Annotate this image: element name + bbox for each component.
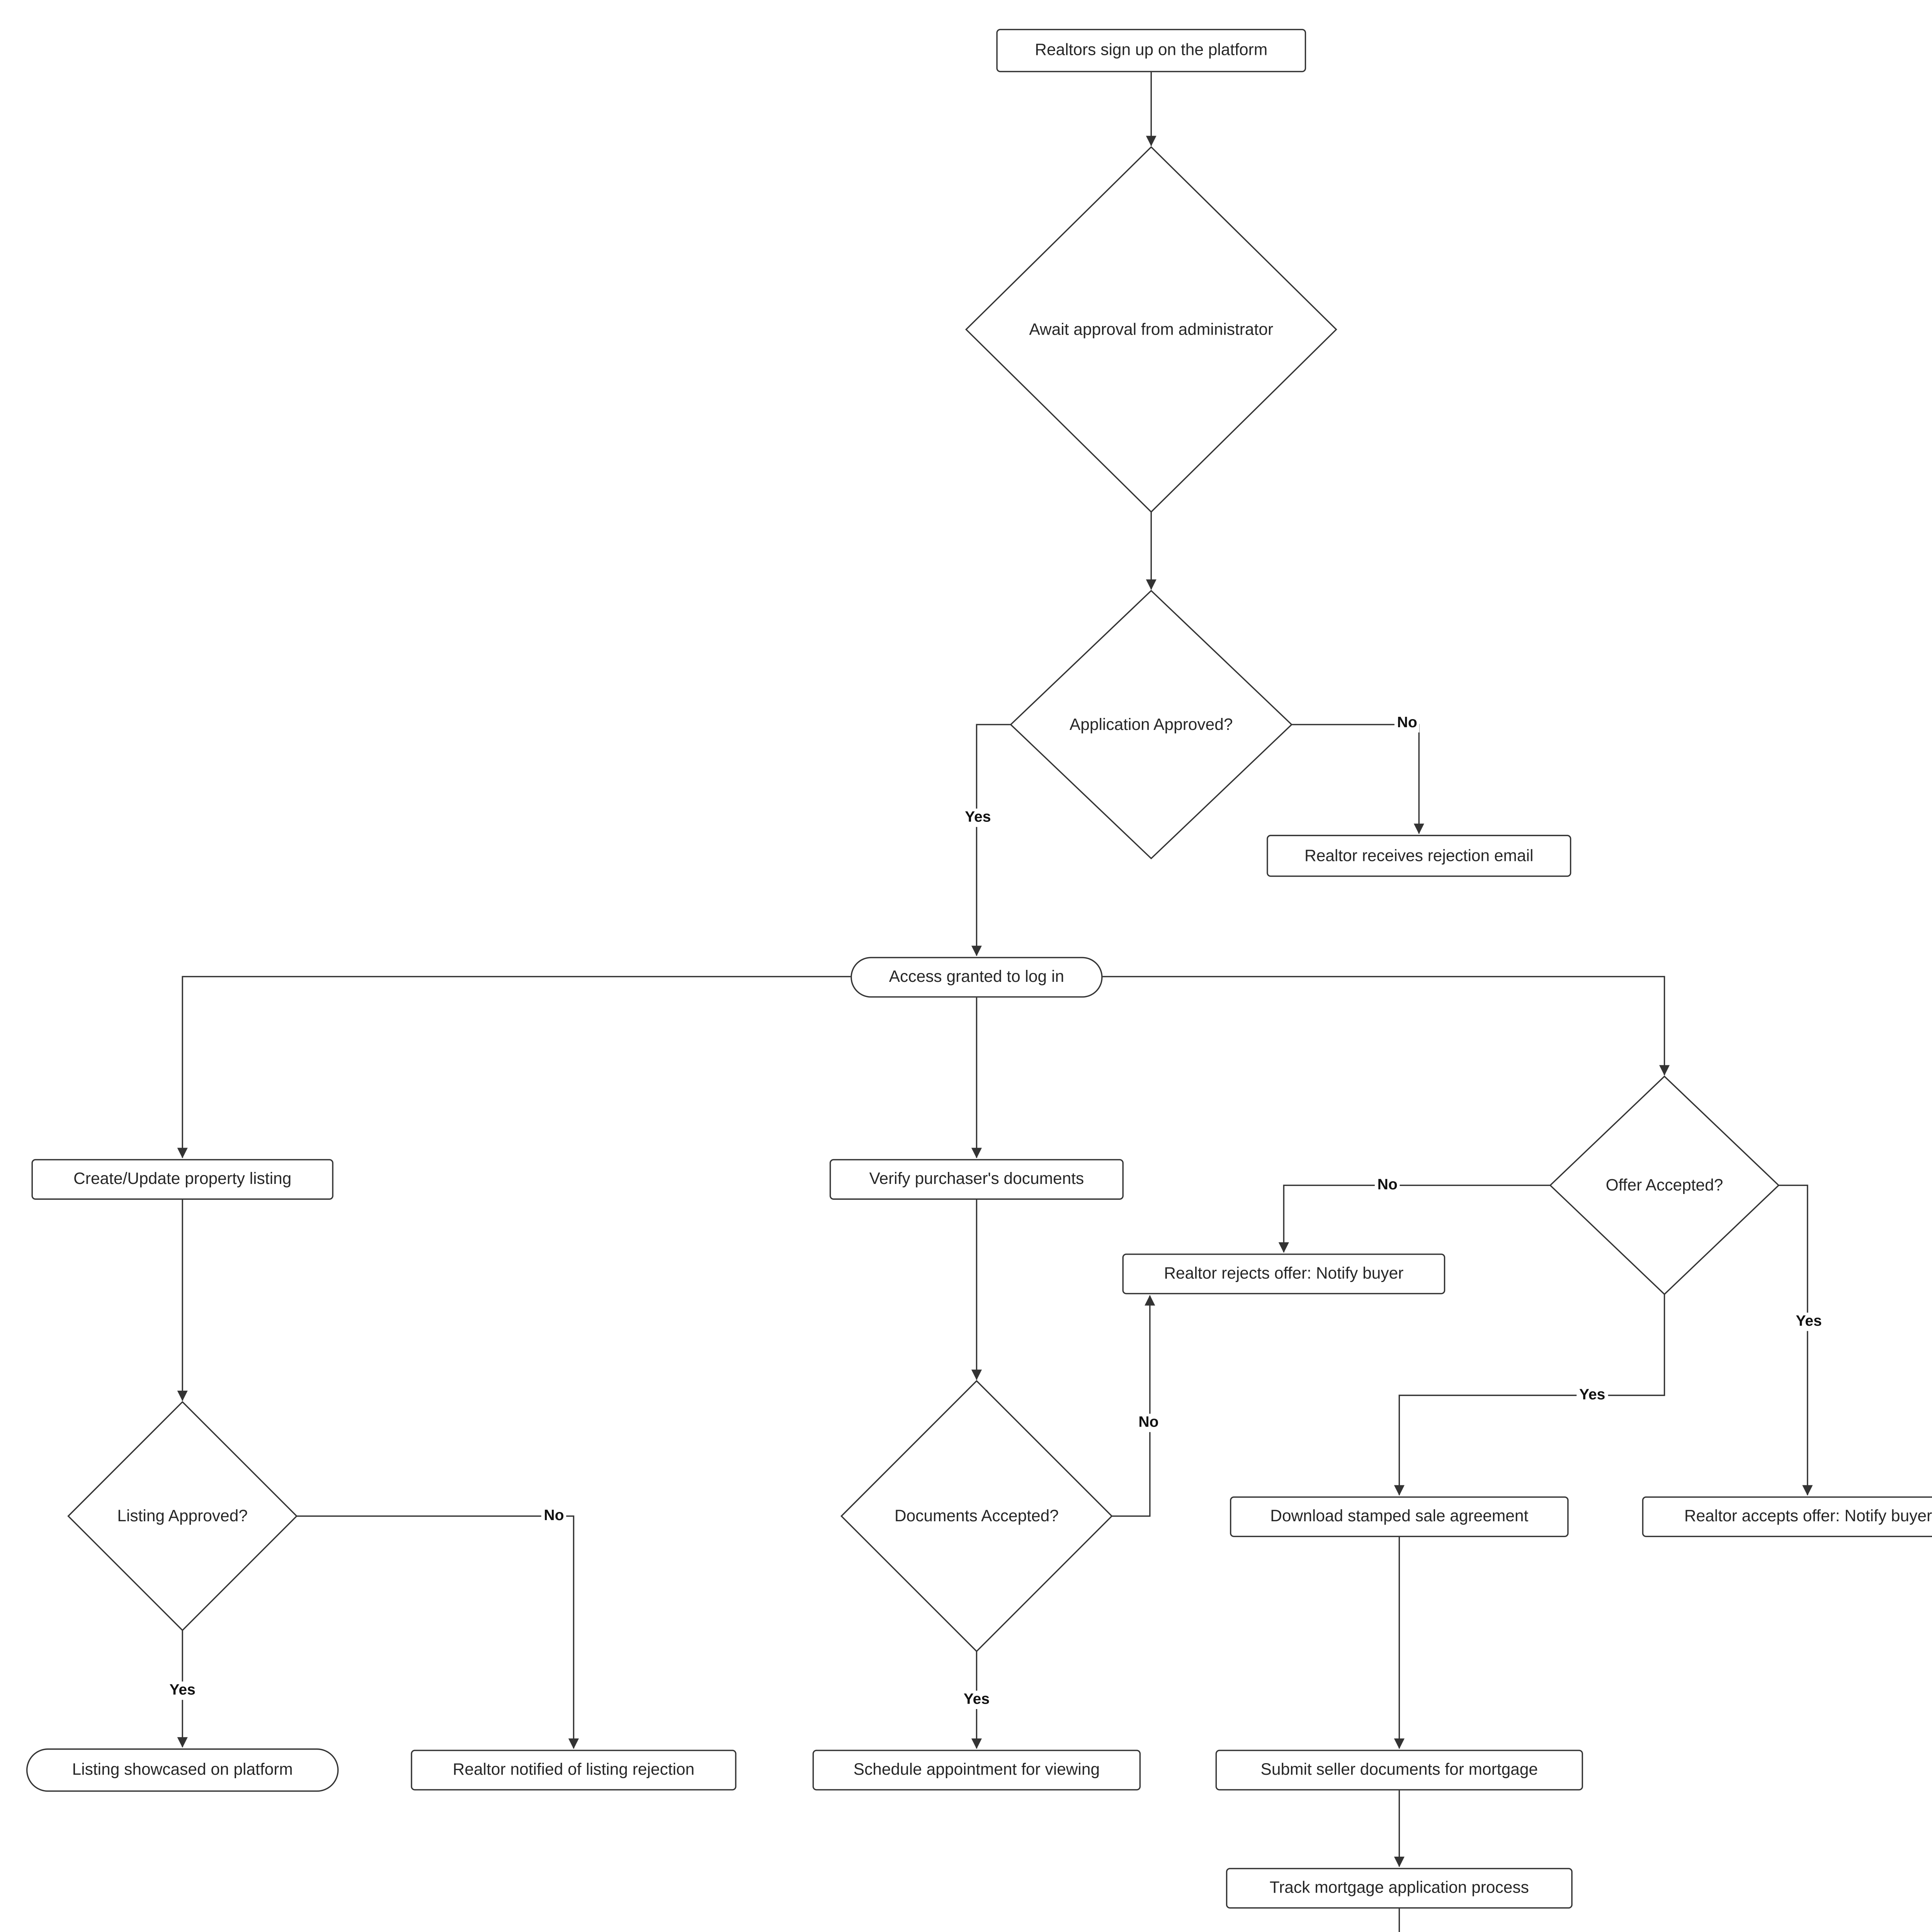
- edge-offer-yes-to-accept-offer: [1779, 1184, 1813, 1496]
- node-documents-accepted-label: Documents Accepted?: [894, 1507, 1059, 1526]
- diamond-application-approved-shape: [1010, 590, 1293, 860]
- node-submit-seller-documents: Submit seller documents for mortgage: [1215, 1750, 1583, 1791]
- edge-offer-no-to-reject-offer: [1278, 1184, 1550, 1253]
- edge-access-to-offer-accepted: [1102, 976, 1670, 1076]
- edge-label-offer-accepted-yes-down: Yes: [1577, 1386, 1608, 1405]
- edge-application-yes-to-access: [971, 724, 1011, 956]
- node-offer-accepted-label: Offer Accepted?: [1605, 1176, 1723, 1195]
- node-realtors-sign-up: Realtors sign up on the platform: [996, 29, 1306, 72]
- edge-documents-no-to-reject-offer: [1112, 1295, 1155, 1517]
- edge-listing-no-to-rejection: [296, 1515, 579, 1749]
- node-listing-showcased: Listing showcased on platform: [26, 1748, 339, 1792]
- node-download-agreement: Download stamped sale agreement: [1230, 1496, 1569, 1537]
- node-verify-documents: Verify purchaser's documents: [829, 1159, 1124, 1200]
- node-access-granted: Access granted to log in: [850, 957, 1103, 998]
- edge-offer-yes-to-download-agreement: [1394, 1294, 1665, 1496]
- node-reject-offer: Realtor rejects offer: Notify buyer: [1122, 1253, 1446, 1294]
- node-listing-approved-label: Listing Approved?: [117, 1507, 248, 1526]
- edge-application-no-to-rejection-email: [1291, 724, 1424, 834]
- node-track-mortgage: Track mortgage application process: [1226, 1868, 1573, 1909]
- edge-label-offer-accepted-no: No: [1374, 1176, 1400, 1195]
- edge-label-documents-accepted-yes: Yes: [961, 1690, 992, 1709]
- edge-access-to-create-listing: [177, 976, 851, 1158]
- edge-label-application-approved-no: No: [1394, 714, 1420, 733]
- edge-label-listing-approved-yes: Yes: [167, 1681, 198, 1700]
- node-application-approved-label: Application Approved?: [1069, 715, 1233, 734]
- edge-label-offer-accepted-yes-right: Yes: [1793, 1313, 1825, 1331]
- edge-label-listing-approved-no: No: [541, 1507, 567, 1526]
- node-listing-rejection: Realtor notified of listing rejection: [411, 1750, 736, 1791]
- node-schedule-appointment: Schedule appointment for viewing: [812, 1750, 1141, 1791]
- diamond-offer-accepted-shape: [1549, 1075, 1780, 1295]
- node-rejection-email: Realtor receives rejection email: [1267, 835, 1571, 877]
- node-create-update-listing: Create/Update property listing: [31, 1159, 333, 1200]
- node-accept-offer: Realtor accepts offer: Notify buyer: [1642, 1496, 1932, 1537]
- diamond-documents-accepted-shape: [840, 1380, 1113, 1652]
- edge-label-documents-accepted-no: No: [1136, 1413, 1162, 1432]
- edge-label-application-approved-yes: Yes: [962, 808, 994, 827]
- node-await-approval-label: Await approval from administrator: [1029, 320, 1274, 339]
